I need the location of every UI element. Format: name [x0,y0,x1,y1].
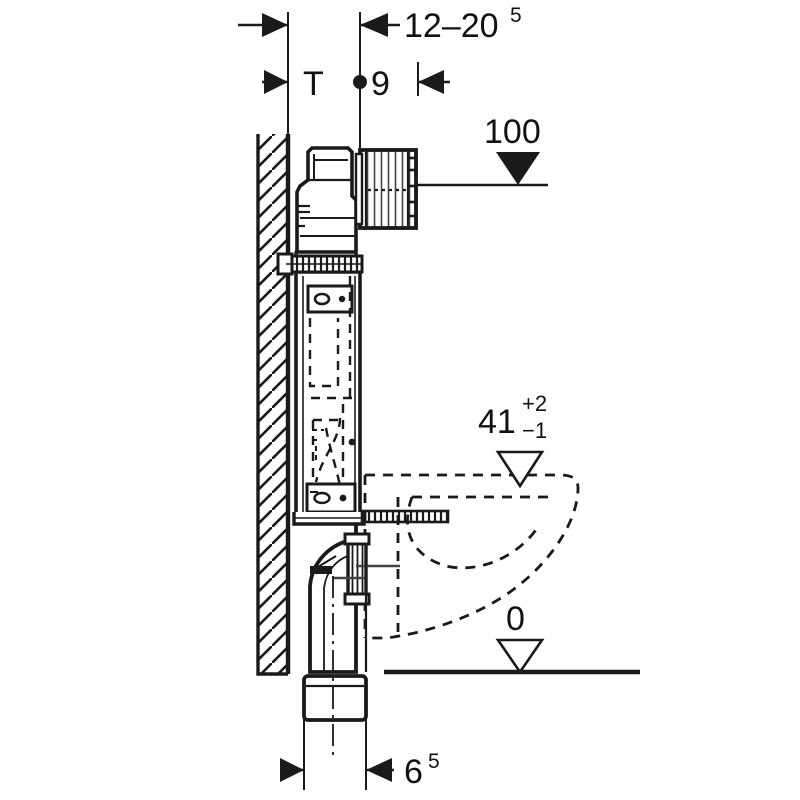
threaded-mounting-rod [360,509,450,524]
level-41-label: 41 [478,403,516,441]
level-100-filled-triangle [496,152,540,185]
level-100: 100 [416,113,548,187]
dimension-extension-lines [287,12,419,790]
dim-9-label: 9 [371,65,390,103]
dim-top-label: 12–20 [404,7,499,45]
dim-row-T-9: T 9 [262,65,450,103]
dim-top-12-20-5: 12–20 5 [238,4,522,45]
level-0: 0 [384,600,640,675]
drain-elbow-pipe [308,524,400,674]
level-41: 41 +2 −1 [478,391,547,489]
level-41-hollow-triangle [495,450,545,489]
concealed-cistern-tank [292,246,366,526]
dim-top-superscript: 5 [510,4,522,27]
level-0-hollow-triangle [495,638,545,675]
dim-bottom-superscript: 5 [428,750,440,773]
flush-valve-head [295,146,418,254]
level-41-tolerance-minus: −1 [522,418,547,443]
level-0-label: 0 [506,600,525,638]
hatched-wall [256,134,291,676]
wall-anchor-bracket [276,252,364,276]
dim-depth-T-label: T [303,65,324,103]
level-100-label: 100 [484,113,541,151]
dim-bottom-6-5: 6 5 [280,750,440,791]
level-41-tolerance-plus: +2 [522,391,547,416]
drain-socket-collar [302,674,368,722]
dim-bottom-label: 6 [404,753,423,791]
wall-hung-wc-bowl [363,473,580,640]
